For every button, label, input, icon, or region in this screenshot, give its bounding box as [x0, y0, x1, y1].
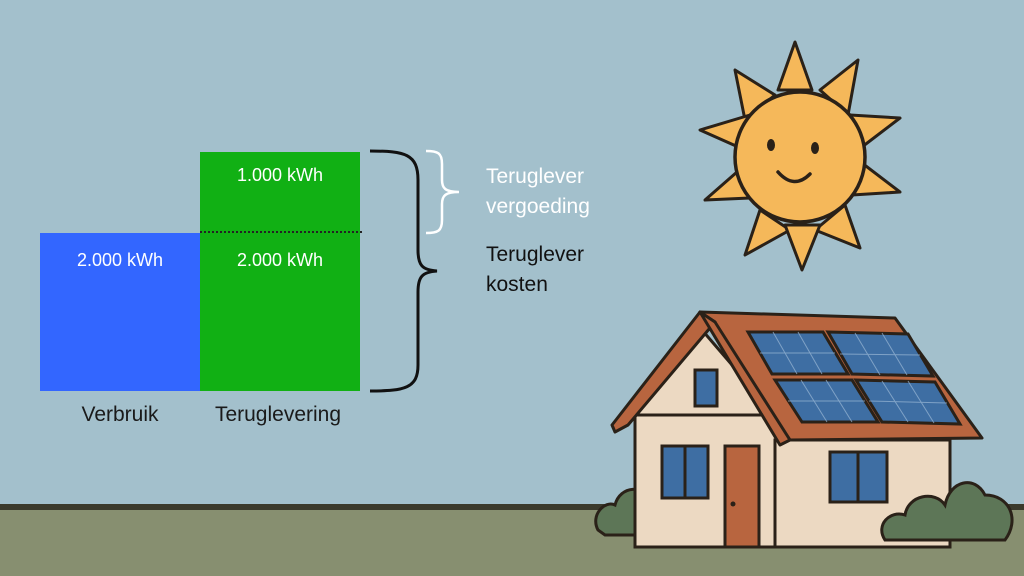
annotation-kosten-line2: kosten: [486, 273, 548, 296]
annotation-vergoeding-line2: vergoeding: [486, 195, 590, 218]
brace-kosten: [369, 149, 438, 393]
annotation-kosten-line1: Teruglever: [486, 243, 585, 266]
bar-teruglevering-base: [200, 233, 360, 391]
annotation-vergoeding: Teruglever vergoeding: [486, 162, 590, 222]
braces: [369, 149, 460, 393]
bar-value-verbruik: 2.000 kWh: [76, 250, 164, 270]
brace-vergoeding: [425, 149, 460, 235]
category-label-teruglevering: Teruglevering: [214, 403, 342, 426]
bar-value-surplus: 1.000 kWh: [236, 165, 324, 185]
annotation-kosten: Teruglever kosten: [486, 240, 584, 300]
bar-teruglevering-surplus: [200, 152, 360, 233]
ground-line: [0, 504, 1024, 510]
annotation-vergoeding-line1: Teruglever: [486, 165, 585, 188]
window-attic: [693, 368, 719, 408]
divider-line: [200, 231, 362, 233]
door: [723, 444, 761, 549]
bush-right: [880, 481, 1014, 542]
solar-panel: [825, 330, 936, 378]
bar-value-teruglevering: 2.000 kWh: [236, 250, 324, 270]
category-label-verbruik: Verbruik: [81, 403, 159, 426]
sun-icon: [698, 40, 902, 272]
bar-verbruik: [40, 233, 200, 391]
house-with-solar-panels: [594, 310, 1014, 549]
